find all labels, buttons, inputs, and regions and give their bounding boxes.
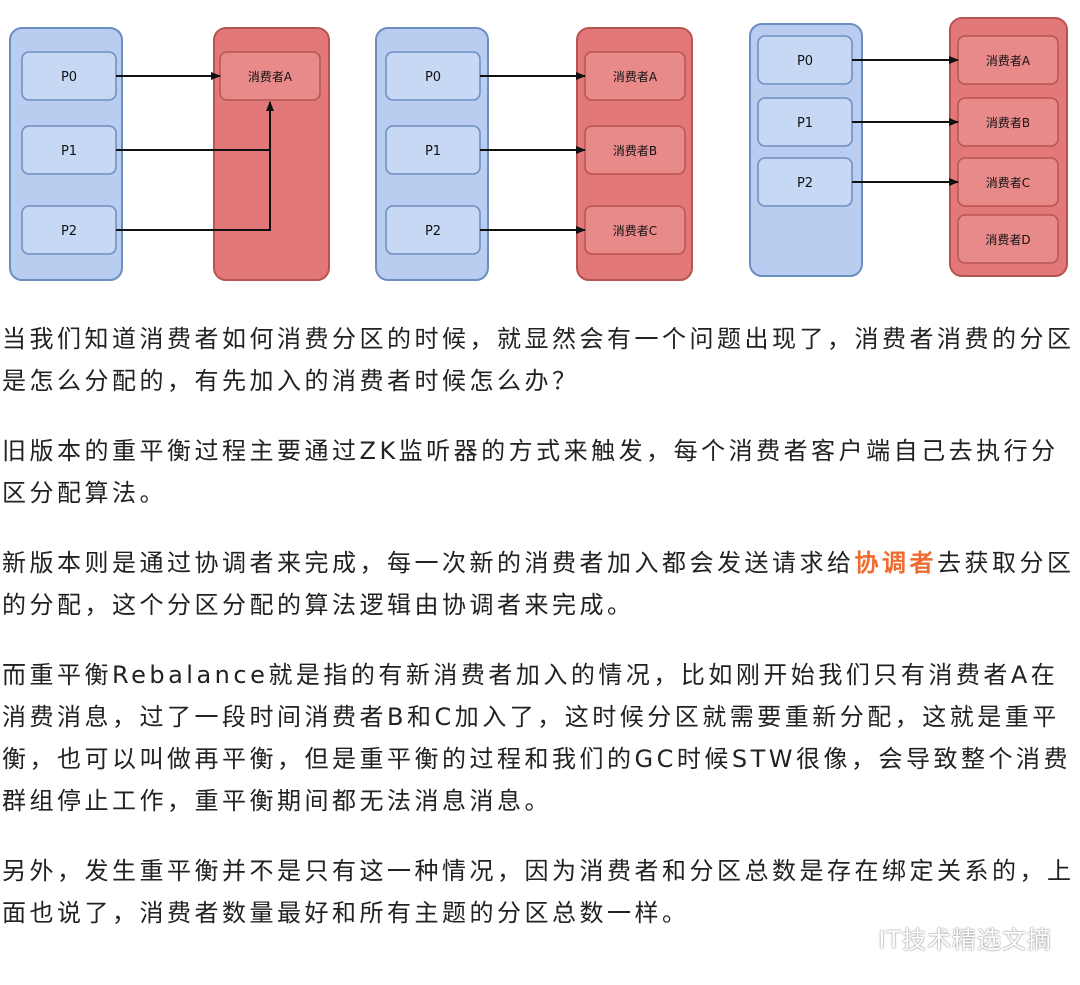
watermark: IT技术精选文摘 [842,920,1052,955]
paragraph-3-text-before: 新版本则是通过协调者来完成，每一次新的消费者加入都会发送请求给 [2,549,855,577]
consumer-label: 消费者A [248,70,293,84]
partition-label: P2 [425,224,441,239]
partition-label: P0 [61,70,77,85]
paragraph-2: 旧版本的重平衡过程主要通过ZK监听器的方式来触发，每个消费者客户端自己去执行分区… [2,437,1059,507]
paragraph-4: 而重平衡Rebalance就是指的有新消费者加入的情况，比如刚开始我们只有消费者… [2,661,1071,815]
paragraph-1: 当我们知道消费者如何消费分区的时候，就显然会有一个问题出现了，消费者消费的分区是… [2,325,1075,395]
consumer-label: 消费者B [613,144,657,158]
partition-label: P0 [797,54,813,69]
consumer-label: 消费者C [986,176,1030,190]
paragraph-5: 另外，发生重平衡并不是只有这一种情况，因为消费者和分区总数是存在绑定关系的，上面… [2,857,1075,927]
article-body: 当我们知道消费者如何消费分区的时候，就显然会有一个问题出现了，消费者消费的分区是… [2,318,1078,962]
partition-label: P1 [797,116,813,131]
partition-column [749,23,863,277]
paragraph-3-text-after: 去获取分区的分配，这个分区分配的算法逻辑由协调者来完成。 [2,549,1075,619]
consumer-label: 消费者A [613,70,658,84]
partition-label: P0 [425,70,441,85]
partition-label: P1 [425,144,441,159]
wechat-icon [842,925,871,948]
watermark-text: IT技术精选文摘 [878,926,1052,954]
consumer-box [957,214,1059,264]
paragraph-3: 新版本则是通过协调者来完成，每一次新的消费者加入都会发送请求给协调者去获取分区的… [2,542,1078,626]
consumer-label: 消费者B [986,116,1030,130]
consumer-label: 消费者A [986,54,1031,68]
coordinator-highlight: 协调者 [854,549,937,577]
consumer-label: 消费者C [613,224,657,238]
consumer-label: 消费者D [985,233,1030,247]
assignment-arrow [116,101,274,231]
partition-label: P2 [61,224,77,239]
partition-label: P2 [797,176,813,191]
partition-label: P1 [61,144,77,159]
